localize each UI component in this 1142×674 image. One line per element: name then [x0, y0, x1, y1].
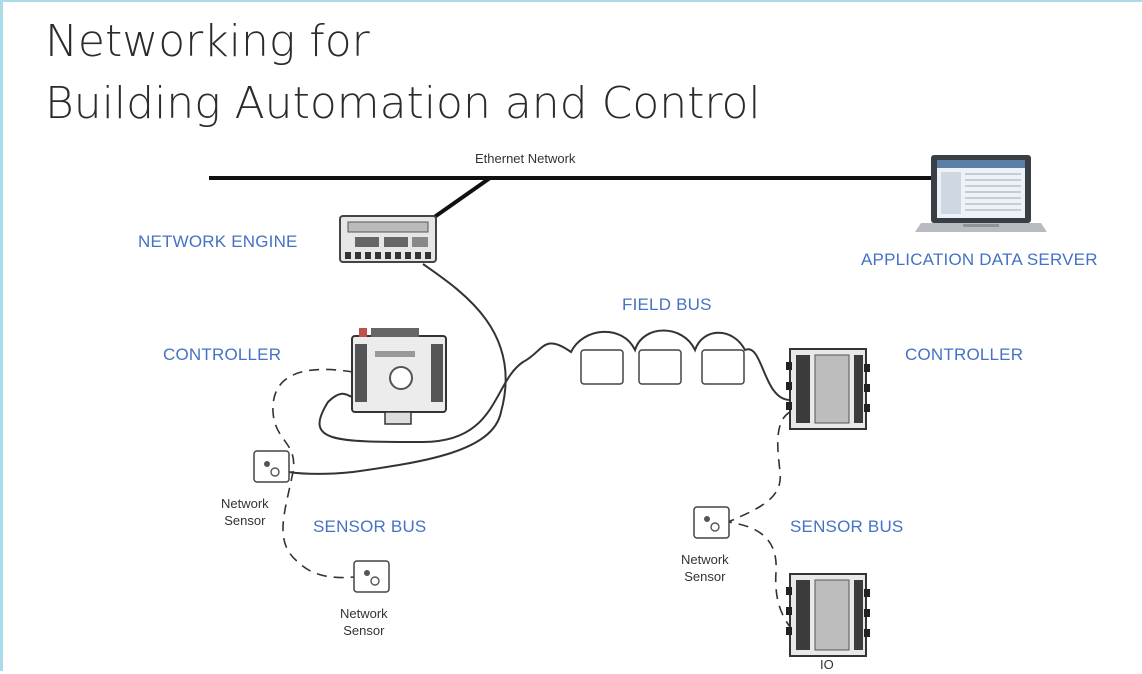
controller-right-label: CONTROLLER — [905, 345, 1024, 364]
sensor-label-line-1: Network — [681, 552, 729, 567]
controller-left-label: CONTROLLER — [163, 345, 282, 364]
field-bus-device-1 — [580, 349, 624, 385]
sensor-label-line-2: Sensor — [224, 512, 266, 528]
sensor-bus-left-label: SENSOR BUS — [313, 517, 427, 536]
network-sensor-right-icon — [693, 506, 730, 539]
sensor-label-line-2: Sensor — [343, 622, 385, 638]
network-sensor-left-upper-icon — [253, 450, 290, 483]
application-data-server-label: APPLICATION DATA SERVER — [861, 250, 1098, 269]
title-line-1: Networking for — [45, 16, 370, 67]
io-label: IO — [820, 657, 834, 672]
network-sensor-right-label: Network Sensor — [681, 552, 729, 586]
ethernet-network-label: Ethernet Network — [475, 151, 576, 166]
laptop-icon — [915, 155, 1047, 232]
controller-right-icon — [786, 348, 870, 430]
engine-uplink — [431, 176, 492, 220]
field-bus-device-3 — [701, 349, 745, 385]
sensor-bus-right-label: SENSOR BUS — [790, 517, 904, 536]
field-bus-return-cable — [257, 263, 507, 475]
field-bus-label: FIELD BUS — [622, 295, 712, 314]
sensor-label-line-2: Sensor — [684, 568, 726, 584]
sensor-label-line-1: Network — [340, 606, 388, 621]
network-sensor-left-lower-icon — [353, 560, 390, 593]
network-diagram — [209, 155, 1047, 657]
sensor-bus-right-cable — [725, 411, 791, 628]
field-bus-cable — [318, 329, 791, 444]
io-module-icon — [786, 573, 870, 657]
network-engine-label: NETWORK ENGINE — [138, 232, 298, 251]
field-bus-device-2 — [638, 349, 682, 385]
network-sensor-left-lower-label: Network Sensor — [340, 606, 388, 640]
network-engine-icon — [339, 215, 437, 263]
controller-left-icon — [351, 328, 447, 425]
network-sensor-left-upper-label: Network Sensor — [221, 496, 269, 530]
title-line-2: Building Automation and Control — [45, 78, 761, 129]
sensor-bus-left-cable — [272, 368, 356, 579]
sensor-label-line-1: Network — [221, 496, 269, 511]
